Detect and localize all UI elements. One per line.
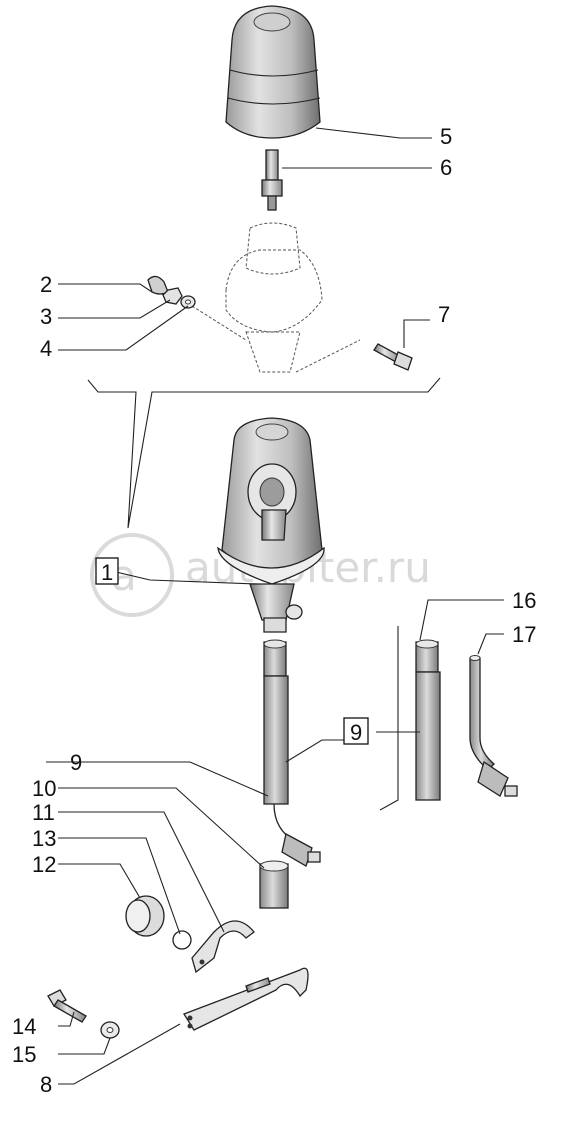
circlip-icon xyxy=(172,930,192,950)
callout-label-14: 14 xyxy=(12,1014,36,1039)
washer-icon xyxy=(180,295,196,309)
callout-label-8: 8 xyxy=(40,1072,52,1097)
callout-label-3: 3 xyxy=(40,304,52,329)
callout-label-1: 1 xyxy=(101,560,113,585)
bushing-icon xyxy=(125,895,165,937)
callout-label-4: 4 xyxy=(40,336,52,361)
nut-icon xyxy=(162,287,183,305)
callout-label-9: 9 xyxy=(70,750,82,775)
bent-pole-variant-icon xyxy=(469,655,518,797)
washer-icon xyxy=(100,1021,120,1039)
mounting-bracket-icon xyxy=(183,967,309,1031)
callout-label-11: 11 xyxy=(32,800,55,825)
beacon-ghost-outline xyxy=(191,222,361,373)
callout-label-7: 7 xyxy=(438,302,450,327)
callout-box-1 xyxy=(95,557,119,585)
callout-box-9 xyxy=(343,717,369,745)
callout-label-17: 17 xyxy=(512,622,536,647)
beacon-bulb-icon xyxy=(261,149,283,211)
callout-label-16: 16 xyxy=(512,588,536,613)
leader-lines xyxy=(46,127,504,1085)
callout-label-15: 15 xyxy=(12,1042,36,1067)
sleeve-icon xyxy=(259,860,289,909)
callout-label-13: 13 xyxy=(32,826,56,851)
beacon-assembly-icon xyxy=(217,417,325,633)
callout-label-6: 6 xyxy=(440,155,452,180)
pole-variant-icon xyxy=(415,639,441,801)
beacon-pole-icon xyxy=(263,639,321,867)
callout-bracket-1 xyxy=(87,377,441,529)
rotating-beacon-lens-icon xyxy=(225,5,321,139)
callout-label-5: 5 xyxy=(440,124,452,149)
clamp-icon xyxy=(191,920,255,974)
bolt-icon xyxy=(373,343,413,371)
callout-label-2: 2 xyxy=(40,272,52,297)
bolt-icon xyxy=(47,989,87,1023)
callout-label-12: 12 xyxy=(32,852,56,877)
callout-bracket-9 xyxy=(376,626,420,811)
watermark-logo-ring xyxy=(90,533,174,617)
callout-label-10: 10 xyxy=(32,776,56,801)
callout-label-9-box: 9 xyxy=(350,720,362,745)
